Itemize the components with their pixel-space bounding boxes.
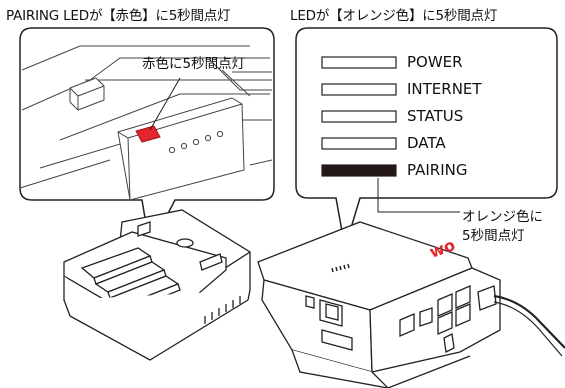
led-label-power: POWER <box>407 53 463 71</box>
led-power-icon <box>321 56 397 69</box>
left-callout-label: 赤色に5秒間点灯 <box>142 56 246 72</box>
led-status-icon <box>321 110 397 123</box>
right-led-callout <box>295 27 558 249</box>
led-label-pairing: PAIRING <box>407 161 468 179</box>
led-label-status: STATUS <box>407 107 464 125</box>
right-callout-label-2: 5秒間点灯 <box>462 228 525 244</box>
right-callout-leader <box>377 178 460 213</box>
led-internet-icon <box>321 83 397 96</box>
router-device-icon <box>257 221 501 388</box>
led-label-internet: INTERNET <box>407 80 482 98</box>
right-callout-label-1: オレンジ色に <box>462 209 543 225</box>
led-pairing-icon <box>321 164 397 177</box>
power-cable-icon <box>493 294 565 349</box>
left-caption: PAIRING LEDが【赤色】に5秒間点灯 <box>6 8 231 24</box>
right-caption: LEDが【オレンジ色】に5秒間点灯 <box>290 8 498 24</box>
pairing-led-red-icon <box>135 125 161 143</box>
led-data-icon <box>321 137 397 150</box>
battery-compartment-icon <box>63 209 251 361</box>
left-zoom-interior <box>19 45 273 201</box>
led-label-data: DATA <box>407 134 446 152</box>
left-callout-leader <box>149 77 181 131</box>
